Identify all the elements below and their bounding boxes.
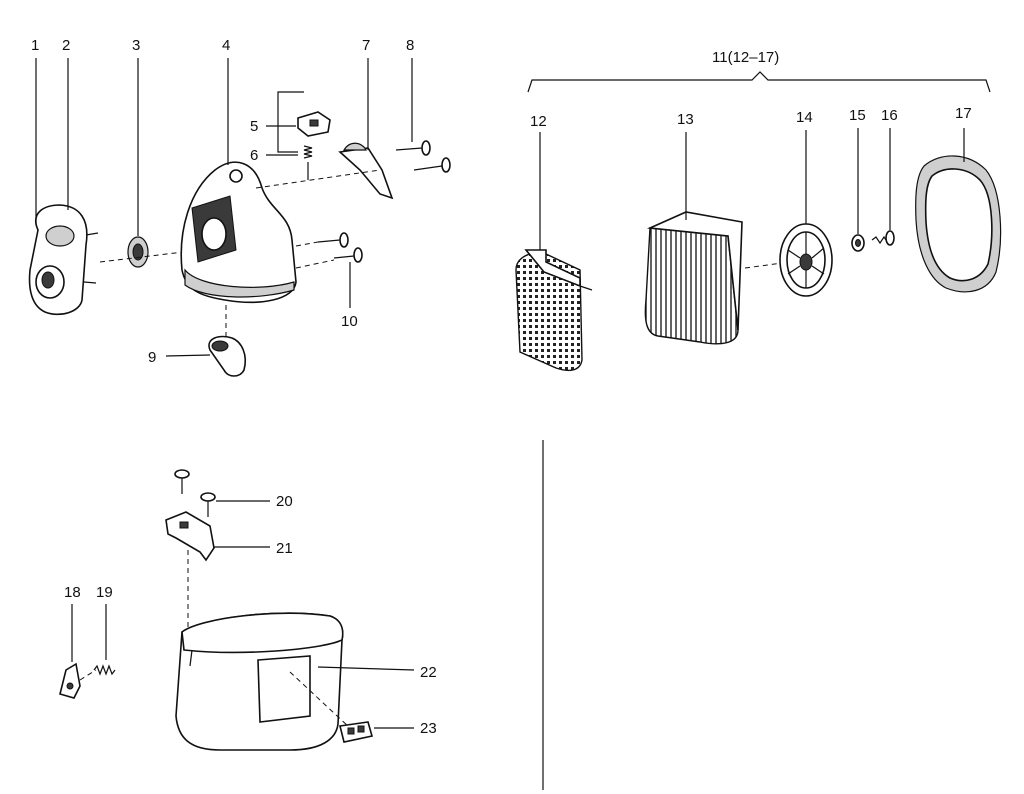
label-part-3: 3 <box>132 37 140 54</box>
part-17-gasket <box>915 155 1002 293</box>
part-23-tag <box>339 721 374 743</box>
part-18-clip <box>59 662 81 699</box>
label-part-2: 2 <box>62 37 70 54</box>
group-11-bracket <box>527 71 991 93</box>
part-21-bracket <box>165 511 215 562</box>
label-part-5: 5 <box>250 118 258 135</box>
label-part-23: 23 <box>420 720 437 737</box>
part-9-elbow <box>208 335 247 377</box>
part-10-screws <box>317 232 363 263</box>
part-4-housing <box>180 161 297 303</box>
label-part-16: 16 <box>881 107 898 124</box>
label-part-17: 17 <box>955 105 972 122</box>
label-part-21: 21 <box>276 540 293 557</box>
part-22-tank <box>175 612 344 751</box>
part-6-spring <box>303 145 313 159</box>
part-12-grille <box>515 249 593 372</box>
label-part-6: 6 <box>250 147 258 164</box>
part-7-latch <box>338 142 394 200</box>
label-part-19: 19 <box>96 584 113 601</box>
label-part-1: 1 <box>31 37 39 54</box>
part-5-bracket <box>297 111 331 137</box>
label-part-14: 14 <box>796 109 813 126</box>
part-15-washer <box>851 234 865 252</box>
label-part-12: 12 <box>530 113 547 130</box>
part-16-screw <box>871 230 895 246</box>
part-20-screws <box>174 469 216 517</box>
label-part-10: 10 <box>341 313 358 330</box>
part-13-filter <box>644 211 743 345</box>
label-part-4: 4 <box>222 37 230 54</box>
label-part-7: 7 <box>362 37 370 54</box>
label-part-9: 9 <box>148 349 156 366</box>
label-part-15: 15 <box>849 107 866 124</box>
label-part-8: 8 <box>406 37 414 54</box>
label-part-20: 20 <box>276 493 293 510</box>
label-part-13: 13 <box>677 111 694 128</box>
part-3-gear <box>127 236 149 268</box>
label-part-22: 22 <box>420 664 437 681</box>
part-19-spring <box>93 664 116 676</box>
part-8-screws <box>395 140 451 173</box>
label-group-11: 11(12–17) <box>712 49 779 66</box>
label-part-18: 18 <box>64 584 81 601</box>
part-14-wheel <box>779 223 833 297</box>
part-1-2-end-cap <box>28 204 99 316</box>
